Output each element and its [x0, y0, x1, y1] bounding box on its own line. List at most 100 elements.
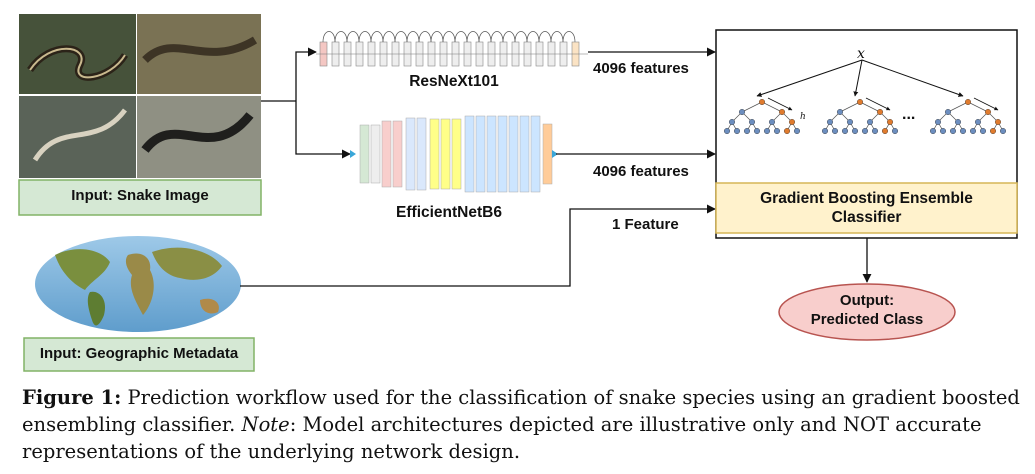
- efficientnet-block: [451, 118, 462, 190]
- snake-image-label-box: [18, 179, 262, 216]
- tree-node: [784, 127, 791, 134]
- tree-path-arrow: [973, 97, 999, 111]
- tree-edge: [947, 101, 969, 113]
- tree-input-arrow: [861, 59, 964, 97]
- north-america: [55, 249, 110, 290]
- workflow-diagram: [18, 14, 1018, 372]
- tree-node: [892, 127, 899, 134]
- split-to-resnext-arrow: [295, 47, 317, 101]
- efficientnet-block: [405, 117, 416, 191]
- tree-node: [847, 118, 854, 125]
- tree-node: [842, 127, 849, 134]
- efficientnet-output-marker: [552, 150, 558, 158]
- tree-node: [990, 127, 997, 134]
- tree-node: [852, 127, 859, 134]
- tree-node: [1000, 127, 1007, 134]
- australia: [200, 298, 219, 314]
- efficientnet-block: [440, 118, 451, 190]
- efficientnet-block: [530, 115, 541, 193]
- tree-node: [734, 127, 741, 134]
- tree-node: [857, 98, 864, 105]
- efficientnet-block: [416, 117, 427, 191]
- snake-body-4: [141, 112, 254, 153]
- efficientnet-block: [381, 120, 392, 188]
- caption-note-label: Note: [241, 413, 290, 436]
- resnext-label: ResNeXt101: [409, 73, 499, 90]
- efficientnet-features-label: 4096 features: [593, 163, 689, 180]
- world-map-input: [23, 236, 255, 372]
- tree-node: [935, 118, 942, 125]
- resnext-skip-arc: [562, 31, 576, 43]
- tree-node: [950, 127, 957, 134]
- tree-ellipsis: ...: [902, 106, 916, 123]
- efficientnet-block: [486, 115, 497, 193]
- efficientnet-block: [370, 124, 381, 184]
- feature-connectors: [240, 47, 716, 287]
- efficientnet-block: [392, 120, 403, 188]
- tree-node: [754, 127, 761, 134]
- resnext-skip-arc: [346, 31, 360, 43]
- tree-path-arrow: [767, 97, 793, 111]
- tree-node: [887, 118, 894, 125]
- efficientnet-block: [508, 115, 519, 193]
- resnext-skip-arc: [358, 31, 372, 43]
- efficientnet-block: [475, 115, 486, 193]
- tree-node: [822, 127, 829, 134]
- tree-node: [965, 98, 972, 105]
- geo-label-box: [23, 337, 255, 372]
- snake-body-3: [32, 108, 127, 162]
- tree-input-arrow: [853, 59, 863, 97]
- resnext-skip-arc: [526, 31, 540, 43]
- tree-node: [749, 118, 756, 125]
- resnext-skip-arc: [466, 31, 480, 43]
- resnext-skip-arc: [490, 31, 504, 43]
- efficientnet-block: [497, 115, 508, 193]
- efficientnet-block: [464, 115, 475, 193]
- tree-node: [789, 118, 796, 125]
- tree-edge: [839, 101, 861, 113]
- tree-node: [872, 127, 879, 134]
- split-to-efficientnet-arrow: [295, 101, 351, 159]
- tree-node: [985, 108, 992, 115]
- resnext-skip-arc: [382, 31, 396, 43]
- resnext-skip-arc: [478, 31, 492, 43]
- resnext-skip-arc: [550, 31, 564, 43]
- resnext-skip-arc: [454, 31, 468, 43]
- output-label-line1: Output:: [839, 292, 895, 309]
- tree-edge: [859, 101, 881, 113]
- classifier-block: [715, 29, 1018, 239]
- caption-figure-label: Figure 1:: [22, 386, 122, 409]
- geo-metadata-label: Input: Geographic Metadata: [39, 345, 239, 362]
- tree-path-arrow: [865, 97, 891, 111]
- tree-sub-label: h: [800, 112, 806, 122]
- tree-edge: [761, 101, 783, 113]
- resnext-skip-arc: [322, 31, 336, 43]
- resnext-skip-arc: [418, 31, 432, 43]
- tree-node: [764, 127, 771, 134]
- resnext-skip-arc: [406, 31, 420, 43]
- tree-node: [882, 127, 889, 134]
- tree-node: [930, 127, 937, 134]
- classifier-label-line1: Gradient Boosting Ensemble: [760, 190, 973, 207]
- tree-node: [769, 118, 776, 125]
- tree-input-arrow: [756, 59, 863, 97]
- south-america: [87, 291, 106, 326]
- caption-text-2: : Model architectures depicted are illus…: [22, 413, 982, 463]
- tree-node: [827, 118, 834, 125]
- tree-node: [779, 108, 786, 115]
- resnext-skip-arc: [442, 31, 456, 43]
- boosted-trees-illustration: [724, 59, 1007, 134]
- tree-node: [832, 127, 839, 134]
- caption-text-1: Prediction workflow used for the classif…: [22, 386, 1020, 436]
- tree-node: [980, 127, 987, 134]
- tree-node: [970, 127, 977, 134]
- tree-node: [724, 127, 731, 134]
- tree-edge: [741, 101, 763, 113]
- snake-image-label: Input: Snake Image: [71, 187, 209, 204]
- tree-root-label: x: [857, 46, 865, 62]
- tree-node: [960, 127, 967, 134]
- tree-node: [955, 118, 962, 125]
- tree-node: [940, 127, 947, 134]
- efficientnet-network-illustration: [350, 115, 558, 193]
- tree-node: [862, 127, 869, 134]
